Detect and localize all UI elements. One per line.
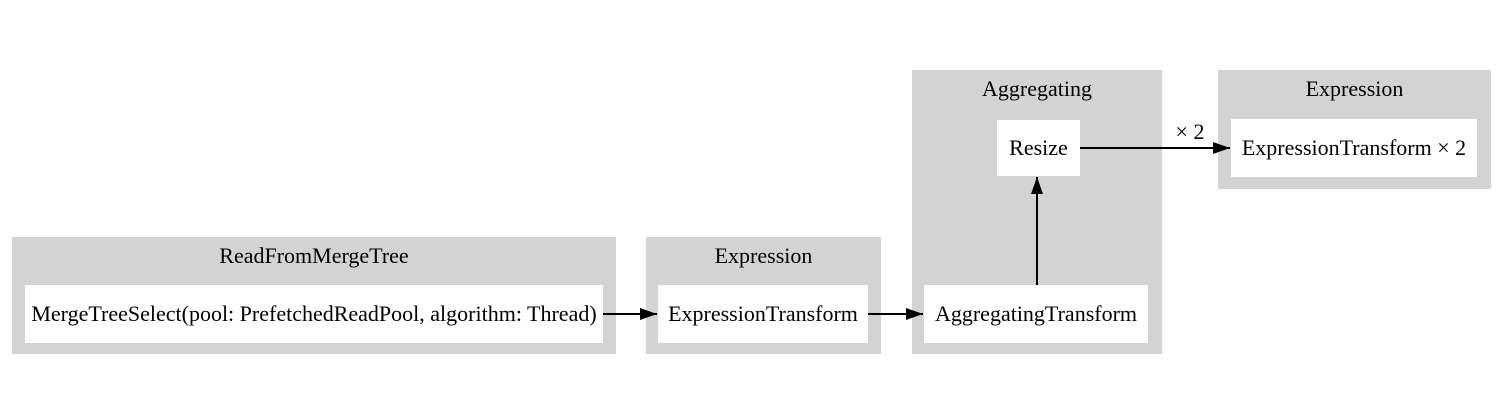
node-label: MergeTreeSelect(pool: PrefetchedReadPool… — [31, 301, 597, 326]
node-label: Resize — [1009, 135, 1068, 160]
node-label: ExpressionTransform × 2 — [1241, 135, 1467, 160]
node-expression-transform-x2: ExpressionTransform × 2 — [1231, 119, 1477, 177]
cluster-label: ReadFromMergeTree — [219, 243, 409, 268]
edge-multiplicity-label: × 2 — [1175, 119, 1205, 144]
node-label: ExpressionTransform — [668, 301, 858, 326]
node-resize: Resize — [997, 120, 1080, 176]
node-aggregating-transform: AggregatingTransform — [924, 285, 1148, 343]
cluster-aggregating: Aggregating Resize AggregatingTransform — [912, 70, 1162, 354]
cluster-label: Expression — [1305, 76, 1404, 101]
node-merge-tree-select: MergeTreeSelect(pool: PrefetchedReadPool… — [25, 285, 603, 343]
node-expression-transform: ExpressionTransform — [658, 285, 868, 343]
cluster-label: Expression — [714, 243, 813, 268]
node-label: AggregatingTransform — [934, 301, 1138, 326]
cluster-label: Aggregating — [982, 76, 1092, 101]
cluster-read-from-merge-tree: ReadFromMergeTree MergeTreeSelect(pool: … — [12, 237, 616, 354]
cluster-expression-2: Expression ExpressionTransform × 2 — [1218, 70, 1491, 189]
cluster-expression-1: Expression ExpressionTransform — [646, 237, 881, 354]
